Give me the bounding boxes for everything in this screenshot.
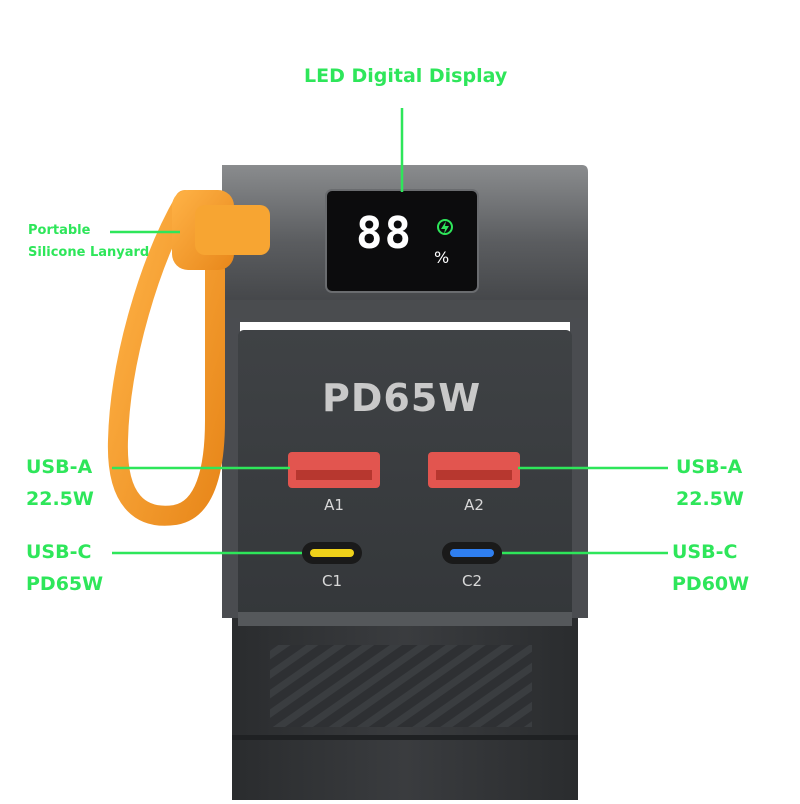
lanyard-clip: [195, 205, 270, 255]
callout-usbc-left-line2: PD65W: [26, 573, 104, 595]
callout-usba-left-line1: USB-A: [26, 456, 93, 478]
callout-usba-right-line2: 22.5W: [676, 488, 744, 510]
port-c1-tongue: [310, 549, 354, 557]
lanyard-strap: [107, 190, 225, 526]
bolt-icon: [441, 221, 449, 234]
display-digits: 88: [356, 208, 413, 259]
body-seam: [232, 735, 578, 740]
port-c2-tongue: [450, 549, 494, 557]
port-label-a2: A2: [464, 496, 484, 514]
port-label-a1: A1: [324, 496, 344, 514]
grip-texture: [270, 645, 532, 727]
charging-icon: [437, 219, 453, 235]
callout-usbc-right-line2: PD60W: [672, 573, 750, 595]
callout-usba-left-line2: 22.5W: [26, 488, 94, 510]
cap-edge: [222, 300, 588, 322]
callout-usbc-right-line1: USB-C: [672, 541, 738, 563]
callout-usbc-left-line1: USB-C: [26, 541, 92, 563]
port-a1-tongue: [296, 470, 372, 480]
callout-lanyard-line1: Portable: [28, 223, 91, 238]
panel-bottom-rim: [238, 612, 572, 626]
brand-text: PD65W: [322, 376, 482, 420]
display-unit: %: [434, 248, 450, 267]
port-a2-tongue: [436, 470, 512, 480]
port-label-c1: C1: [321, 572, 343, 590]
callout-usba-right-line1: USB-A: [676, 456, 743, 478]
port-label-c2: C2: [461, 572, 483, 590]
callout-lanyard-line2: Silicone Lanyard: [28, 245, 150, 260]
callout-led-display: LED Digital Display: [304, 65, 508, 87]
